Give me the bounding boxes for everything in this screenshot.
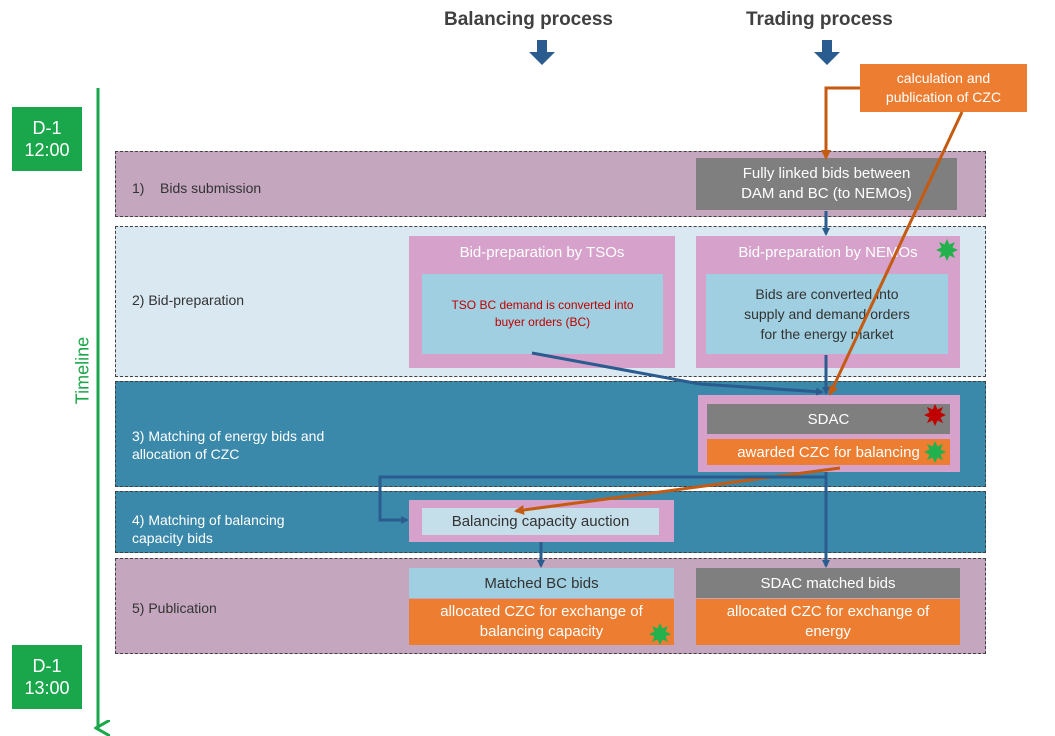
stage-5-label: 5) Publication bbox=[132, 600, 217, 616]
sdac-matched-bids-box: SDAC matched bids bbox=[696, 568, 960, 598]
fully-linked-line2: DAM and BC (to NEMOs) bbox=[741, 185, 912, 202]
sdac-box: SDAC bbox=[707, 404, 950, 434]
timeline-end-day: D-1 bbox=[32, 656, 62, 676]
czc-calculation-box: calculation and publication of CZC bbox=[860, 64, 1027, 112]
alloc-bc-line2: balancing capacity bbox=[479, 623, 604, 640]
stage-4-label: 4) Matching of balancing capacity bids bbox=[132, 511, 285, 547]
tso-body-line1: TSO BC demand is converted into bbox=[451, 298, 634, 312]
matched-bc-bids-box: Matched BC bids bbox=[409, 568, 674, 598]
awarded-czc-star-icon bbox=[924, 441, 946, 463]
nemo-body-line1: Bids are converted into bbox=[755, 286, 899, 302]
sdac-container: SDAC awarded CZC for balancing bbox=[698, 395, 960, 472]
alloc-energy-line2: energy bbox=[805, 623, 851, 640]
czc-to-bids-arrow bbox=[821, 86, 860, 160]
bc-auction-box: Balancing capacity auction bbox=[422, 508, 659, 535]
tso-to-sdac-arrow bbox=[531, 351, 824, 396]
nemo-bid-preparation-body: Bids are converted into supply and deman… bbox=[706, 274, 948, 354]
tso-bid-preparation-box: Bid-preparation by TSOs TSO BC demand is… bbox=[409, 236, 675, 368]
trading-process-header: Trading process bbox=[746, 9, 893, 30]
tso-body-line2: buyer orders (BC) bbox=[494, 315, 591, 329]
allocated-czc-energy-box: allocated CZC for exchange of energy bbox=[696, 599, 960, 645]
balancing-process-header: Balancing process bbox=[444, 9, 613, 30]
czc-to-sdac-arrow bbox=[828, 111, 964, 396]
tso-bid-preparation-body: TSO BC demand is converted into buyer or… bbox=[422, 274, 663, 354]
alloc-energy-line1: allocated CZC for exchange of bbox=[726, 603, 930, 620]
tso-bid-preparation-title: Bid-preparation by TSOs bbox=[459, 244, 625, 261]
nemo-star-icon bbox=[936, 239, 958, 261]
stage-1-label: 1) Bids submission bbox=[132, 180, 262, 196]
stage-4-label-line1: 4) Matching of balancing bbox=[132, 512, 285, 528]
czc-calculation-line2: publication of CZC bbox=[885, 89, 1002, 105]
stage-3-label-line1: 3) Matching of energy bids and bbox=[132, 428, 325, 444]
alloc-bc-line1: allocated CZC for exchange of bbox=[440, 603, 643, 620]
timeline-start-day: D-1 bbox=[32, 118, 62, 138]
sdac-red-star-icon bbox=[924, 404, 946, 426]
awarded-czc-box: awarded CZC for balancing bbox=[707, 439, 950, 465]
nemo-bid-preparation-title: Bid-preparation by NEMOs bbox=[738, 244, 918, 261]
timeline-start-badge: D-1 12:00 bbox=[12, 107, 82, 171]
stage-4-label-line2: capacity bids bbox=[132, 530, 213, 546]
bc-auction-container: Balancing capacity auction bbox=[409, 500, 674, 542]
stage-2-label: 2) Bid-preparation bbox=[132, 292, 245, 308]
stage-3-label: 3) Matching of energy bids and allocatio… bbox=[132, 427, 324, 463]
allocated-czc-bc-box: allocated CZC for exchange of balancing … bbox=[409, 599, 674, 645]
timeline-start-time: 12:00 bbox=[24, 140, 70, 160]
fully-linked-line1: Fully linked bids between bbox=[742, 165, 911, 182]
trading-down-arrow bbox=[814, 40, 840, 65]
timeline-end-time: 13:00 bbox=[24, 678, 70, 698]
timeline-end-badge: D-1 13:00 bbox=[12, 645, 82, 709]
awarded-czc-to-auction-arrow bbox=[514, 466, 841, 515]
balancing-down-arrow bbox=[529, 40, 555, 65]
fully-linked-bids-box: Fully linked bids between DAM and BC (to… bbox=[696, 158, 957, 210]
stage-3-label-line2: allocation of CZC bbox=[132, 446, 240, 462]
alloc-bc-star-icon bbox=[649, 623, 671, 645]
czc-calculation-line1: calculation and bbox=[896, 70, 991, 86]
nemo-bid-preparation-box: Bid-preparation by NEMOs Bids are conver… bbox=[696, 236, 960, 368]
sdac-to-auction-arrow bbox=[378, 472, 828, 524]
